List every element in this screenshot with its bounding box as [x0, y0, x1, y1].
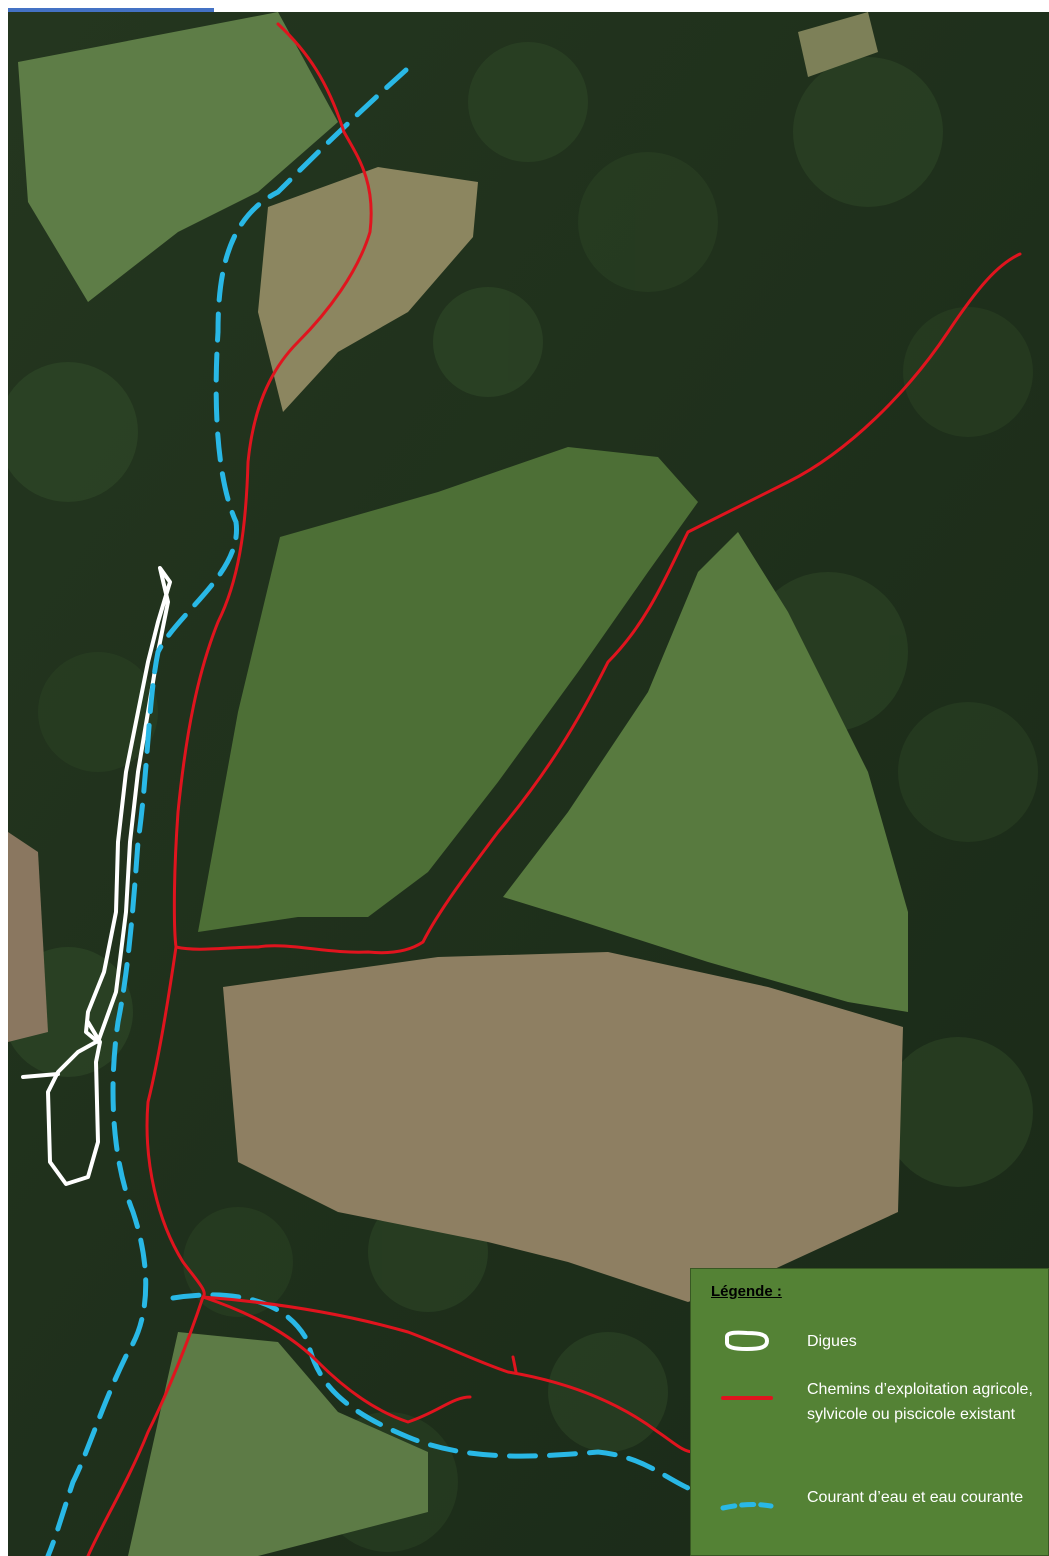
meadow-right: [503, 532, 908, 1012]
path-small-spur: [511, 1355, 518, 1374]
path-south-east: [201, 1295, 695, 1454]
paths-layer: [86, 22, 1022, 1556]
field-lower-center: [223, 952, 903, 1302]
map-legend: Légende : Digues Chemins d’exploitation …: [690, 1268, 1049, 1556]
watercourse-branch: [170, 1292, 701, 1495]
path-east-branch: [174, 252, 1022, 955]
meadow-bottom-left: [128, 1332, 428, 1556]
dikes-layer: [21, 566, 172, 1186]
meadow-top-left: [18, 12, 338, 302]
legend-label-paths: Chemins d’exploitation agricole, sylvico…: [807, 1381, 1033, 1423]
dike-branch: [21, 1072, 60, 1079]
legend-label-dikes: Digues: [807, 1333, 857, 1350]
watercourse-layer: [45, 67, 701, 1556]
meadow-large-center: [198, 447, 698, 932]
path-south-middle: [201, 1295, 472, 1424]
path-south-west: [86, 1295, 205, 1556]
white-outline-loop-icon: [725, 1330, 769, 1351]
meadow-top-right-corner: [798, 12, 878, 77]
legend-title: Légende :: [711, 1283, 782, 1300]
top-accent-bar: [8, 8, 214, 13]
path-main-north-south: [145, 22, 373, 1299]
legend-label-watercourse: Courant d’eau et eau courante: [807, 1489, 1024, 1506]
field-top-center: [258, 167, 478, 412]
dike-loop: [46, 1020, 102, 1186]
field-left-strip: [8, 832, 48, 1042]
blue-dashed-line-icon: [720, 1502, 774, 1511]
red-line-icon: [721, 1396, 773, 1400]
